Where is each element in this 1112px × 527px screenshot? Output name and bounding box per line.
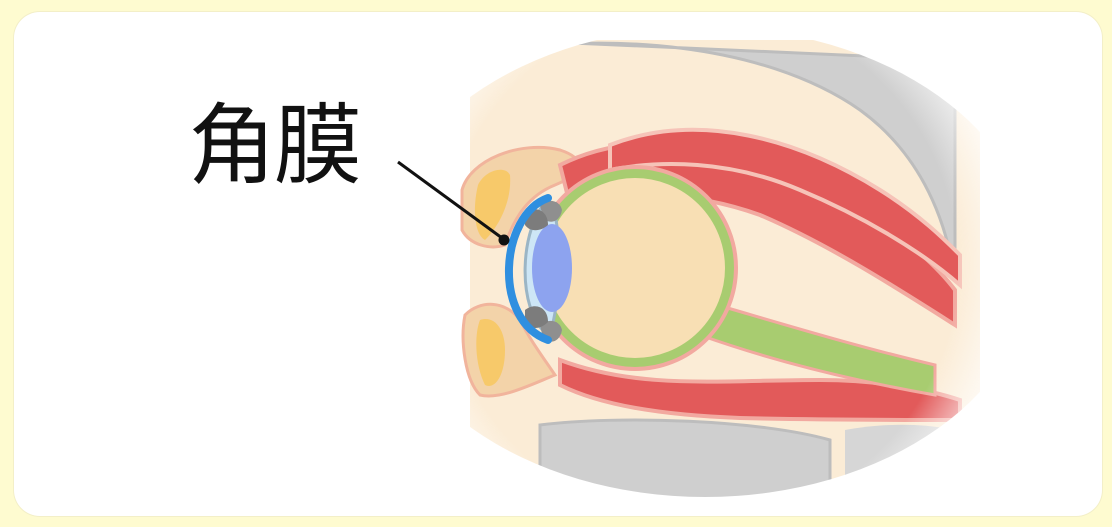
leader-dot xyxy=(499,235,510,246)
lens xyxy=(532,224,572,312)
orbital-bone-bottom-right xyxy=(845,425,980,500)
orbital-bone-bottom xyxy=(540,420,830,500)
cornea-label: 角膜 xyxy=(188,96,360,196)
